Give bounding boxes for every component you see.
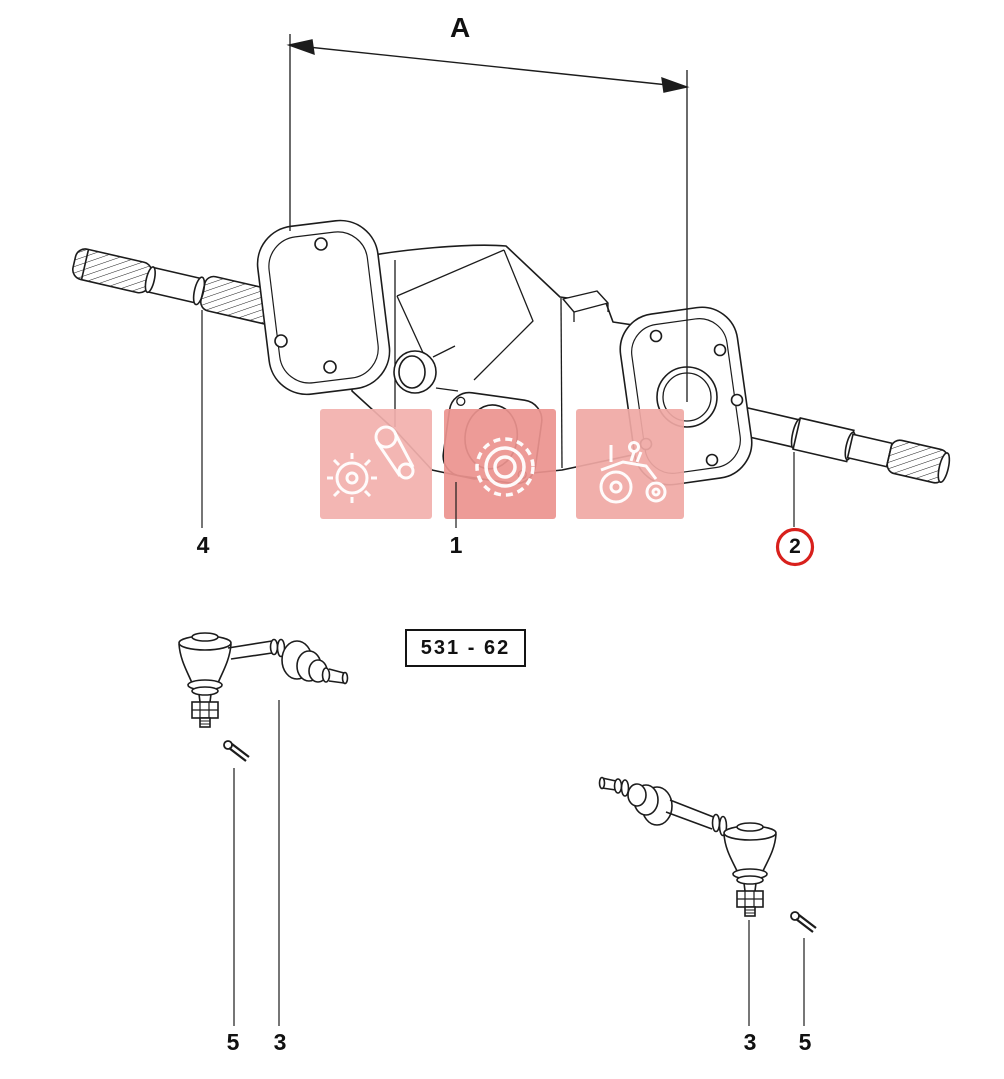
- tire-icon: [475, 437, 535, 497]
- tractor-icon: [599, 441, 667, 504]
- highlight-ring[interactable]: [775, 527, 815, 567]
- dimension-a: [286, 34, 690, 402]
- left-flange: [256, 219, 391, 396]
- watermark: [320, 409, 684, 519]
- part-label-tie-rod-right[interactable]: 3: [743, 1029, 757, 1055]
- dimension-label-a: A: [450, 12, 471, 43]
- axle-shaft-right-drawing: [736, 405, 951, 484]
- figure-reference-text: 531 - 62: [420, 636, 511, 659]
- tie-rod-right-drawing: [598, 776, 817, 933]
- cotter-pin-left-drawing: [223, 740, 250, 762]
- watermark-tile-2: [444, 409, 556, 519]
- axle-shaft-left-drawing: [71, 248, 283, 326]
- part-label-axle-shaft-left[interactable]: 4: [196, 532, 210, 558]
- part-label-cotter-pin-right[interactable]: 5: [798, 1029, 812, 1055]
- part-label-tie-rod-left[interactable]: 3: [273, 1029, 287, 1055]
- part-label-housing[interactable]: 1: [449, 532, 463, 558]
- part-label-axle-shaft-right[interactable]: 2: [789, 535, 801, 558]
- gear-belt-icon: [327, 425, 415, 503]
- tie-rod-left-drawing: [178, 632, 349, 762]
- leader-lines: [201, 310, 805, 1026]
- part-label-cotter-pin-left[interactable]: 5: [226, 1029, 240, 1055]
- figure-reference-box: 531 - 62: [405, 629, 526, 667]
- cotter-pin-right-drawing: [790, 911, 817, 933]
